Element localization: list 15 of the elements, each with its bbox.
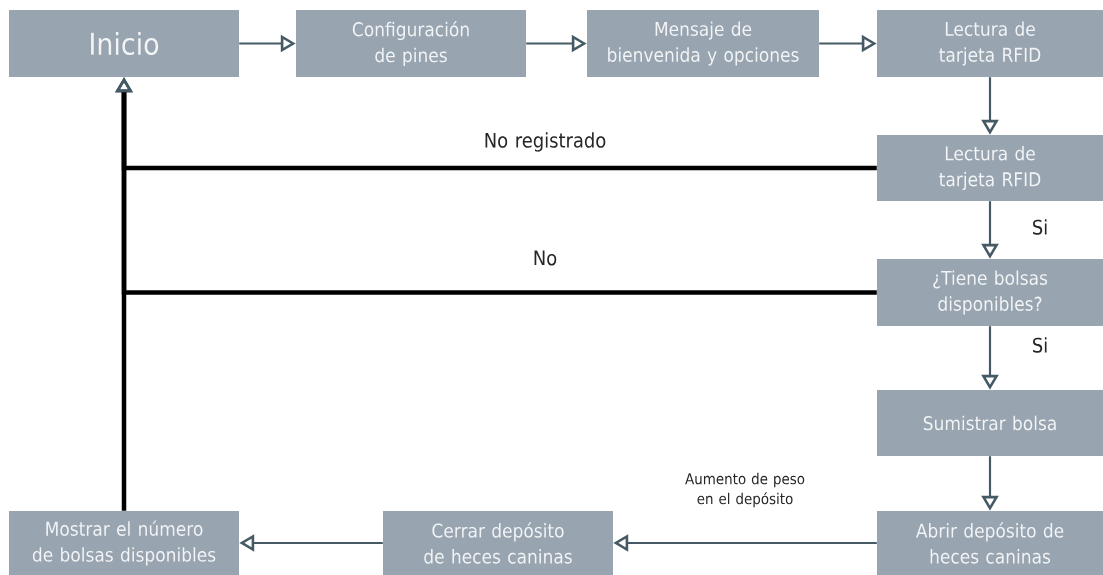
edge-label: No xyxy=(534,250,557,266)
process-box: Lectura de tarjeta RFID xyxy=(877,10,1103,77)
process-box: ¿Tiene bolsas disponibles? xyxy=(877,259,1103,326)
process-box: Sumistrar bolsa xyxy=(877,390,1103,456)
edge-label: Aumento de peso en el depósito xyxy=(685,472,805,508)
edge-label: Si xyxy=(1033,219,1047,235)
process-box: Cerrar depósito de heces caninas xyxy=(383,511,613,575)
process-box: Mensaje de bienvenida y opciones xyxy=(587,10,819,77)
edge-label: Si xyxy=(1033,337,1047,353)
process-box: Mostrar el número de bolsas disponibles xyxy=(9,511,239,575)
process-box: Lectura de tarjeta RFID xyxy=(877,135,1103,201)
process-box: Configuración de pines xyxy=(296,10,526,77)
process-box: Abrir depósito de heces caninas xyxy=(877,511,1103,575)
edge-label: No registrado xyxy=(485,132,606,152)
process-box: Inicio xyxy=(9,10,239,77)
